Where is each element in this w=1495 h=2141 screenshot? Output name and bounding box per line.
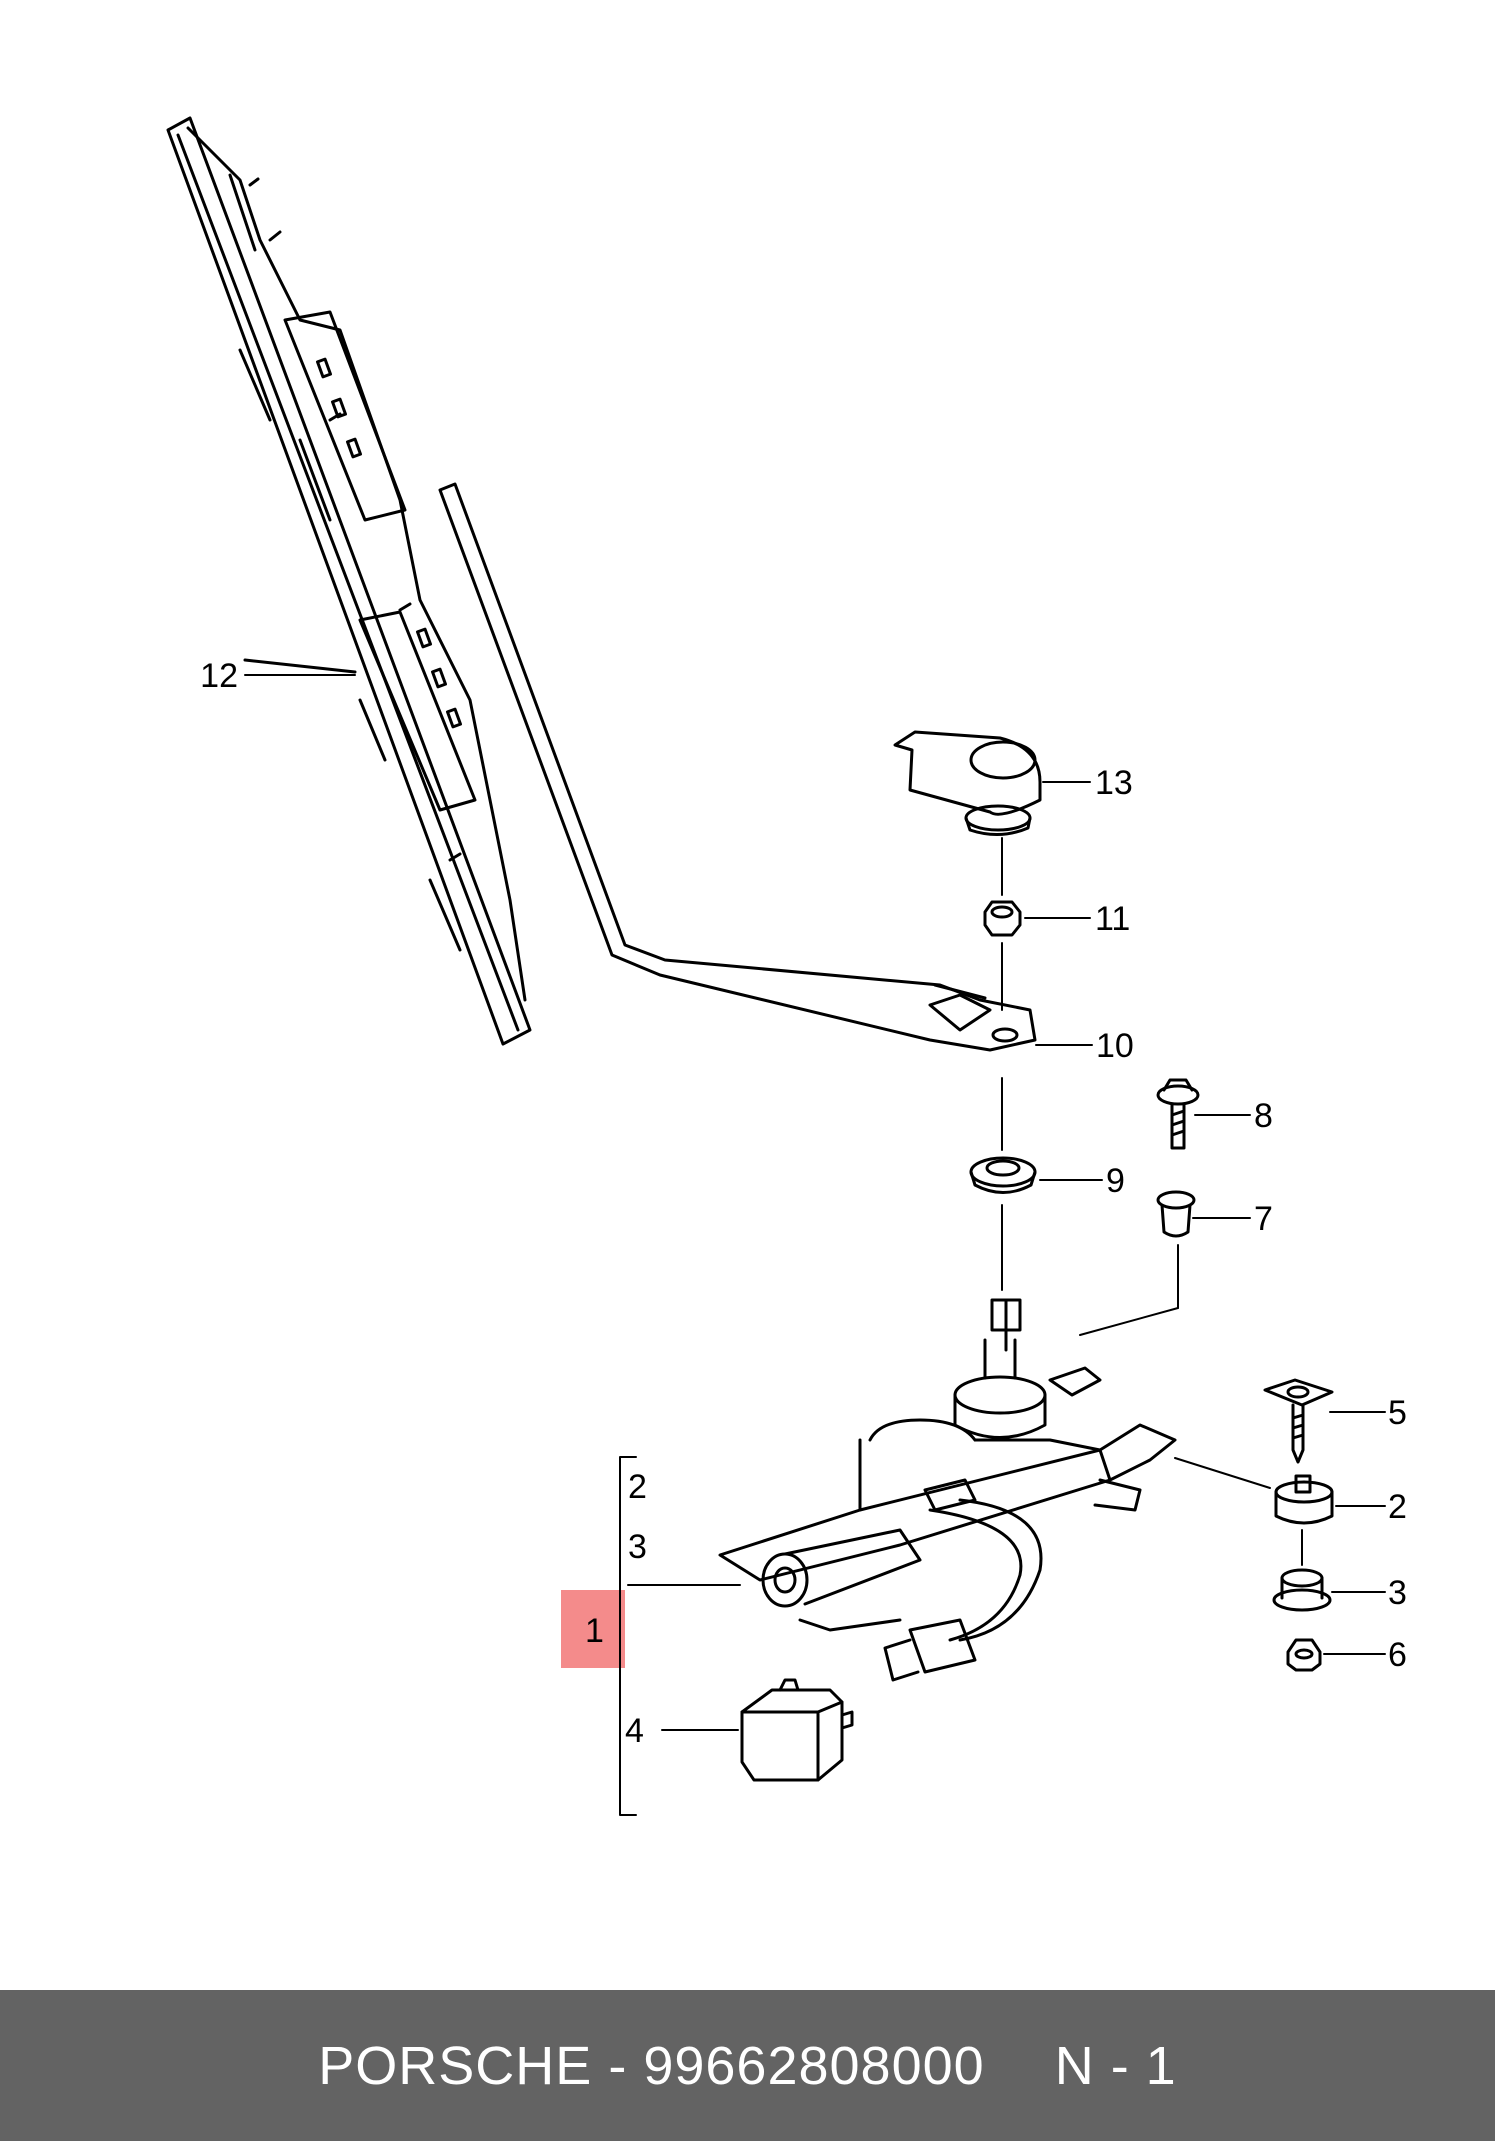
highlight-marker [561, 1590, 625, 1668]
relay [740, 1678, 854, 1782]
callout-6: 6 [1388, 1636, 1407, 1674]
brand-name: PORSCHE [318, 2035, 593, 2096]
callout-2-left: 2 [628, 1468, 647, 1506]
callout-10: 10 [1096, 1027, 1134, 1065]
flange-nut [1286, 1638, 1322, 1672]
screw [1263, 1378, 1334, 1464]
bushing [1156, 1190, 1196, 1238]
callout-3-right: 3 [1388, 1574, 1407, 1612]
parts-diagram: 12 13 11 10 8 9 7 5 2 3 6 2 3 1 4 [166, 116, 1407, 1816]
footer-bar: PORSCHE - 99662808000 N - 1 [0, 1990, 1495, 2141]
callout-4: 4 [625, 1712, 644, 1750]
callout-5: 5 [1388, 1394, 1407, 1432]
bolt [1156, 1078, 1200, 1150]
callout-7: 7 [1254, 1200, 1273, 1238]
callout-12: 12 [200, 657, 238, 695]
callout-2-right: 2 [1388, 1488, 1407, 1526]
callout-11: 11 [1095, 900, 1130, 938]
cap [893, 730, 1042, 836]
wiper-blade [166, 116, 532, 1046]
callout-13: 13 [1095, 764, 1133, 802]
callout-3-left: 3 [628, 1528, 647, 1566]
nut [983, 900, 1022, 937]
grommet [969, 1156, 1037, 1194]
callout-1: 1 [585, 1612, 604, 1650]
rubber-damper [1274, 1474, 1334, 1525]
callout-8: 8 [1254, 1097, 1273, 1135]
footer-separator: - [608, 2035, 628, 2096]
spacer [1272, 1568, 1332, 1612]
quantity-label: N - 1 [1054, 2035, 1177, 2096]
callout-9: 9 [1106, 1162, 1125, 1200]
wiper-arm [438, 482, 1037, 1052]
wiper-motor-assembly [718, 1298, 1177, 1682]
part-number: 99662808000 [643, 2035, 985, 2096]
